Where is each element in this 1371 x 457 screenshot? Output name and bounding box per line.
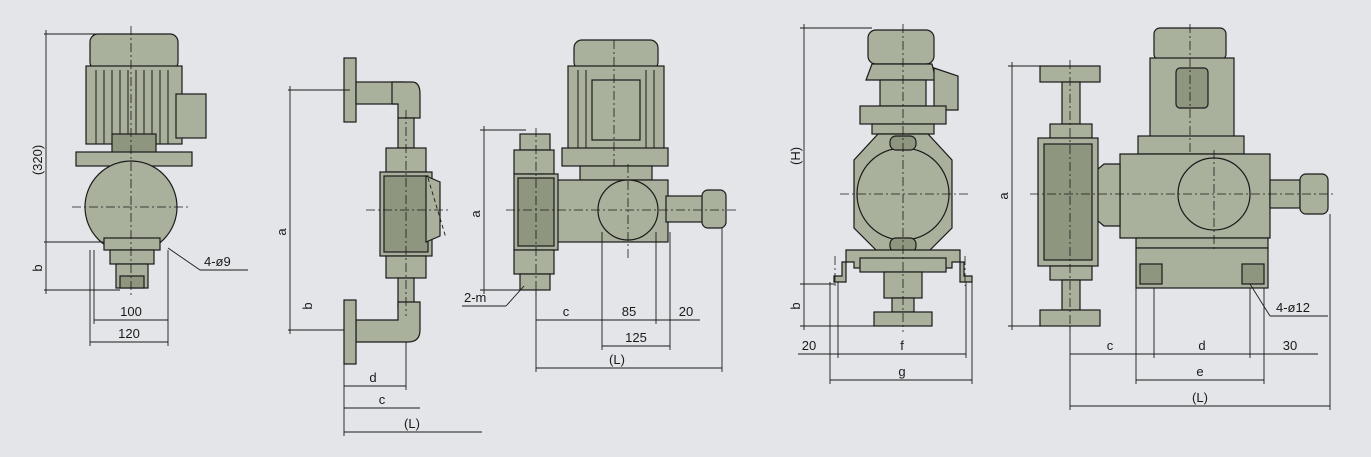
pump-1-motor (75, 33, 207, 167)
pump-3-side-view (798, 24, 973, 384)
pump-1-width-100-label: 100 (120, 304, 142, 319)
pump-2-c-label: c (379, 392, 386, 407)
pump-3-H-label: (H) (788, 147, 803, 165)
pump-3-f-label: f (900, 338, 904, 353)
pump-3-front-a-label: a (996, 192, 1011, 200)
pump-3-b-label: b (788, 302, 803, 309)
pump-1-b-label: b (30, 264, 45, 271)
pump-3-20-label: 20 (802, 338, 816, 353)
pump-2-front-125-label: 125 (625, 330, 647, 345)
pump-3-g-label: g (898, 364, 905, 379)
pump-3-front-d-label: d (1198, 338, 1205, 353)
pump-3-front-hole-label: 4-ø12 (1276, 300, 1310, 315)
pump-1-width-120-label: 120 (118, 326, 140, 341)
pump-2-front-a-label: a (468, 210, 483, 218)
pump-3-front-L-label: (L) (1192, 390, 1208, 405)
pump-3-front-30-label: 30 (1283, 338, 1297, 353)
pump-2-front-85-label: 85 (622, 304, 636, 319)
pump-3-front-view (1008, 24, 1336, 410)
pump-2-b-label: b (300, 302, 315, 309)
pump-1-height-label: (320) (30, 145, 45, 175)
pump-1-hole-label: 4-ø9 (204, 254, 231, 269)
pump-2-front-c-label: c (563, 304, 570, 319)
pump-3-front-e-label: e (1196, 364, 1203, 379)
pump-1-front-view (44, 26, 248, 346)
pump-2-a-label: a (274, 228, 289, 236)
pump-2-d-label: d (369, 370, 376, 385)
pump-2-front-hole-label: 2-m (464, 290, 486, 305)
pump-2-L-label: (L) (404, 416, 420, 431)
pump-3-front-c-label: c (1107, 338, 1114, 353)
pump-2-front-20-label: 20 (679, 304, 693, 319)
pump-2-front-L-label: (L) (609, 352, 625, 367)
pump-2-front-view (462, 39, 736, 372)
pump-2-side-view (288, 57, 482, 436)
